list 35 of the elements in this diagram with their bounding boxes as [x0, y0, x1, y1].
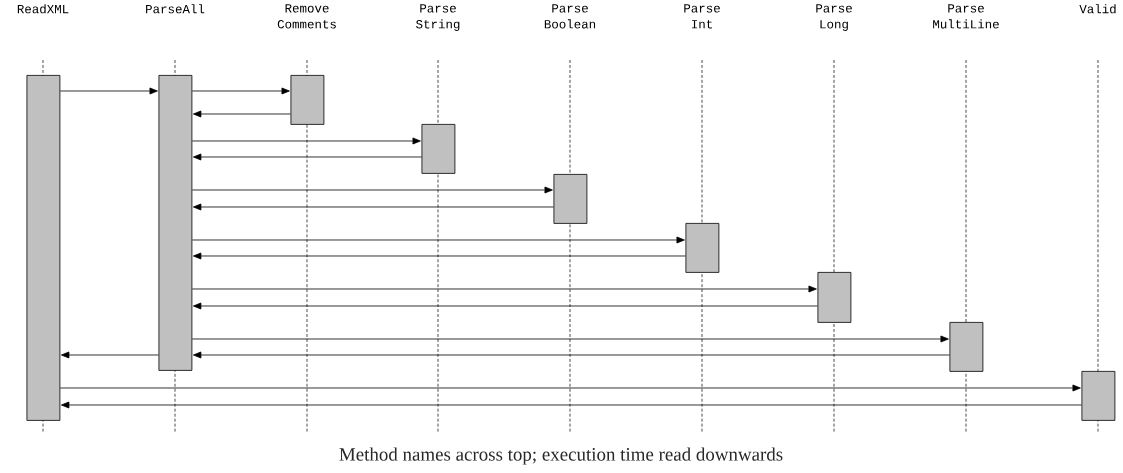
arrow — [61, 351, 159, 359]
arrow — [59, 384, 1081, 392]
activation-bar — [685, 223, 720, 273]
activation-bar — [290, 75, 325, 125]
lifeline-header: Parse Int — [684, 4, 720, 29]
lifeline-header: Remove Comments — [277, 4, 336, 29]
activation-bar — [1081, 371, 1116, 421]
arrow — [193, 203, 554, 211]
lifeline-header: Parse String — [416, 4, 460, 31]
arrow — [61, 401, 1082, 409]
activation-bar — [949, 322, 984, 372]
arrow — [191, 335, 949, 343]
arrow — [191, 137, 421, 145]
lifeline-header: Parse Boolean — [544, 4, 596, 29]
lifeline-header: Valid — [1079, 4, 1116, 14]
arrow — [193, 351, 950, 359]
arrow — [59, 87, 158, 95]
caption: Method names across top; execution time read downwards — [339, 447, 783, 465]
arrow — [193, 302, 818, 310]
arrow — [193, 153, 422, 161]
lifeline-header: ParseAll — [146, 4, 205, 14]
activation-bar — [817, 272, 852, 323]
arrow — [191, 87, 290, 95]
activation-bar — [553, 174, 588, 224]
arrow — [191, 285, 817, 293]
activation-bar — [26, 75, 61, 421]
arrow — [191, 236, 685, 244]
arrow — [193, 252, 686, 260]
activation-bar — [158, 75, 193, 371]
activation-bar — [421, 124, 456, 174]
lifeline-header: ReadXML — [17, 4, 69, 14]
arrow — [193, 110, 291, 118]
lifeline-header: Parse MultiLine — [933, 4, 999, 29]
lifeline-header: Parse Long — [816, 4, 852, 31]
arrow — [191, 186, 553, 194]
